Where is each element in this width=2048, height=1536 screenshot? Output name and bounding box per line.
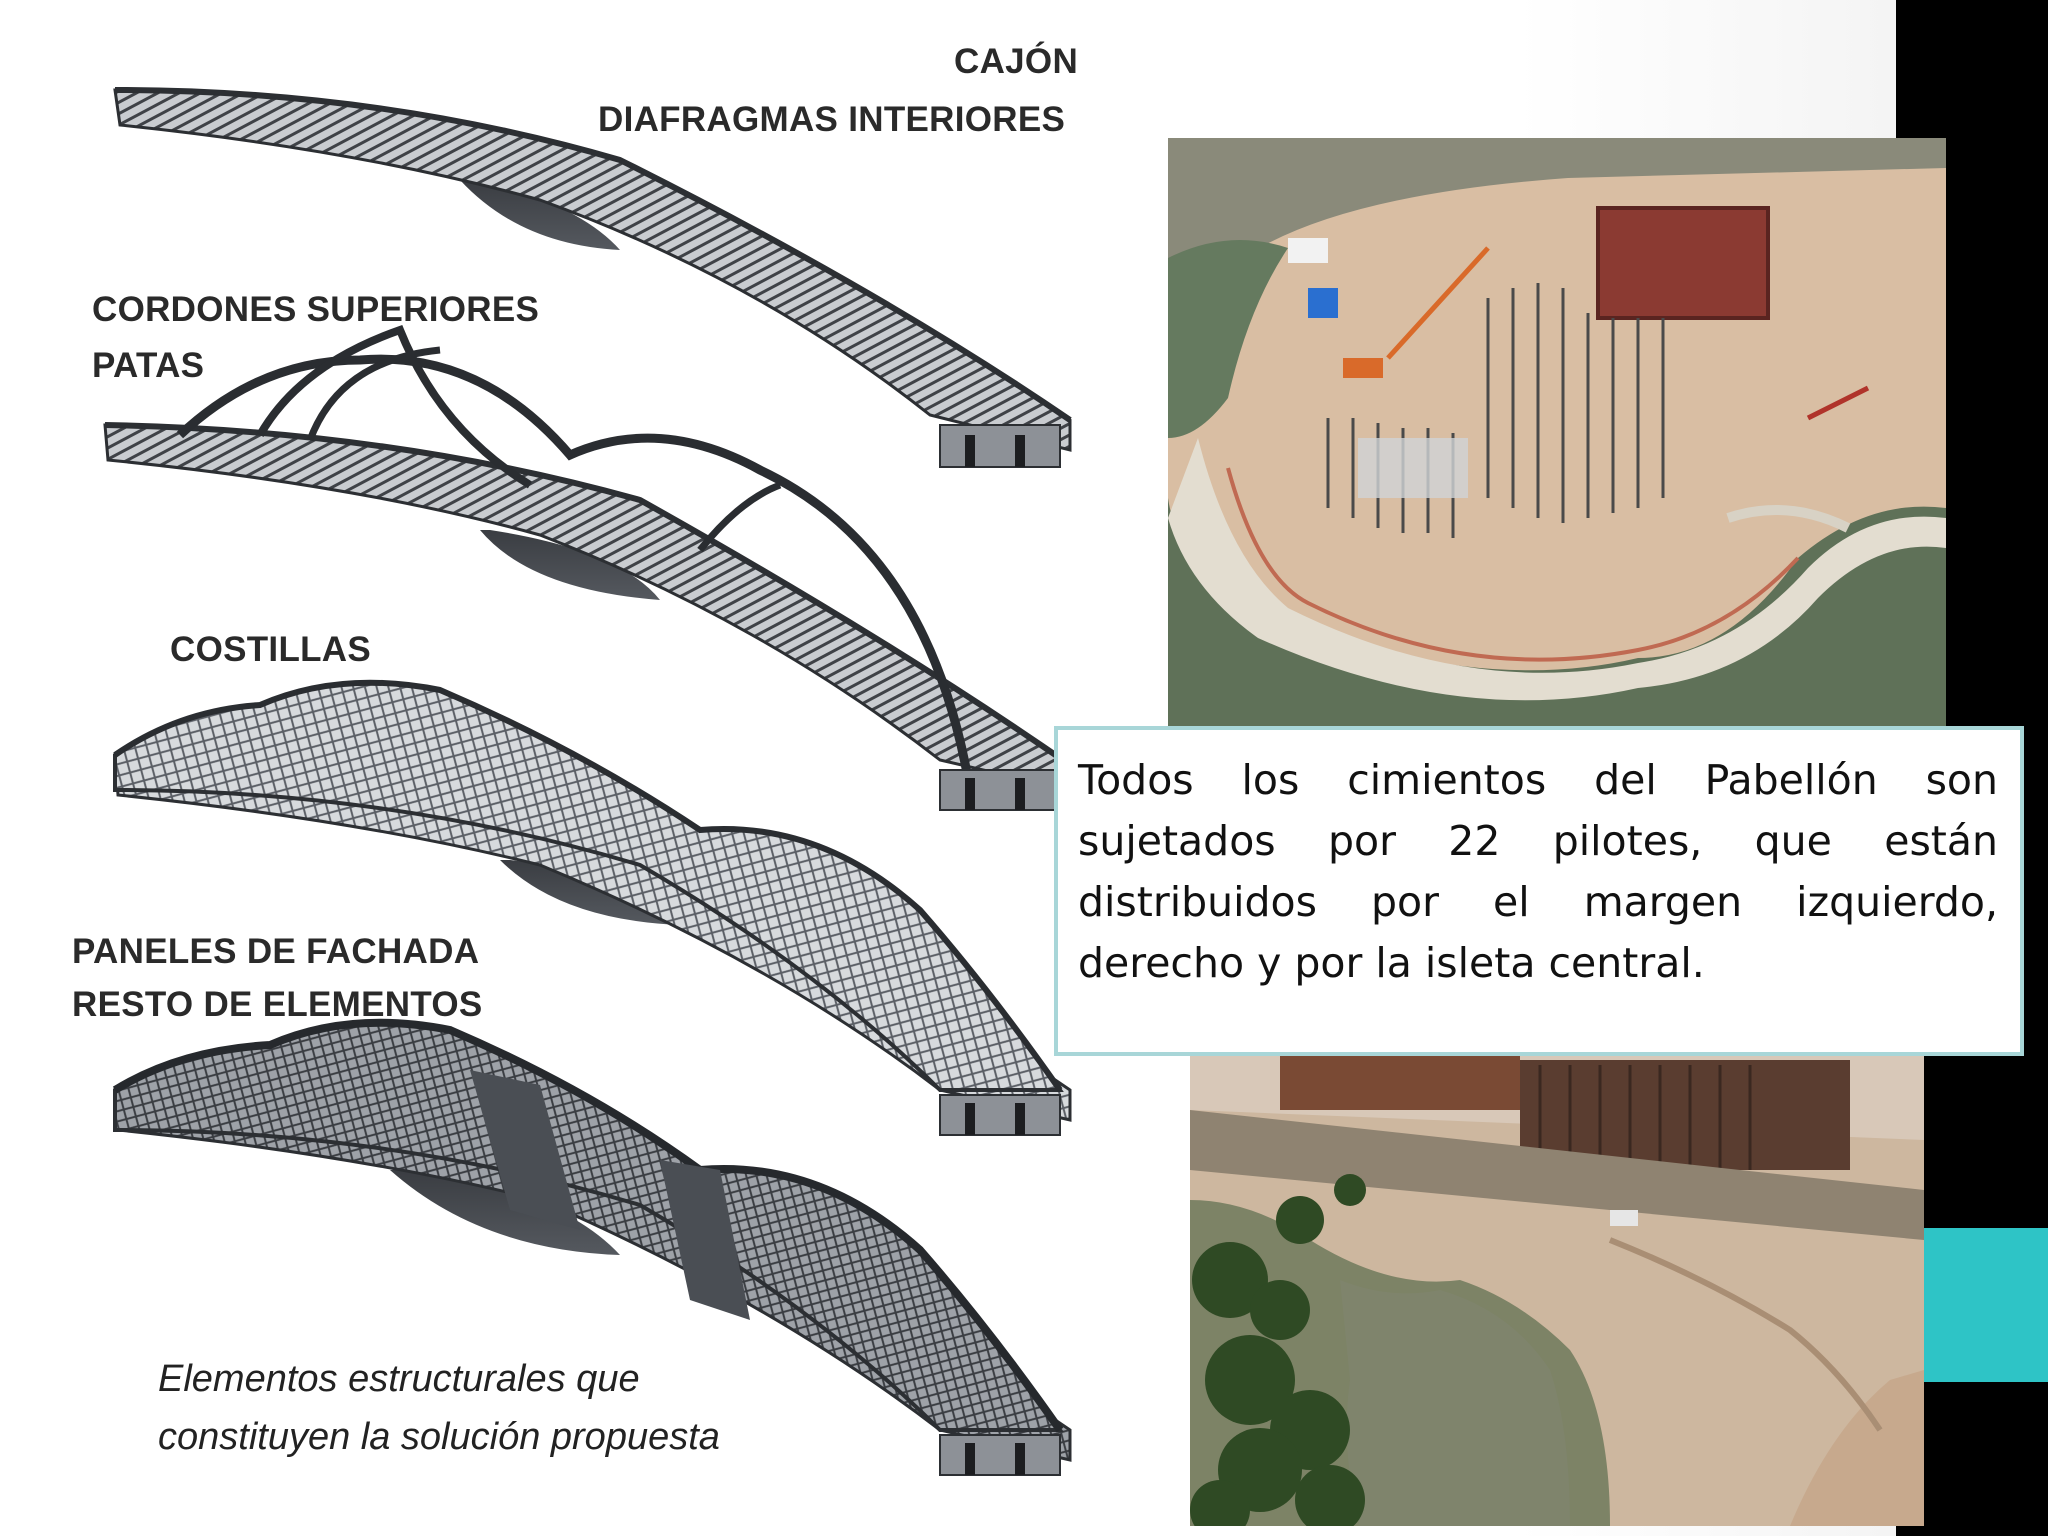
aerial-photo-riverbank (1190, 1050, 1924, 1526)
bridge-stages-illustration (103, 87, 1072, 1476)
label-cajon: CAJÓN (954, 42, 1079, 81)
bridge-stage-cajon (113, 87, 1072, 468)
label-cordones: CORDONES SUPERIORES (92, 290, 540, 329)
label-paneles: PANELES DE FACHADA (72, 932, 480, 971)
bridge-stage-costillas (113, 679, 1072, 1136)
teal-accent-block (1924, 1228, 2048, 1382)
aerial-photo-bottom-image (1190, 1050, 1924, 1526)
caption-line-1: Elementos estructurales que (158, 1358, 640, 1400)
description-text: Todos los cimientos del Pabellón son suj… (1078, 756, 1998, 987)
caption-line-2: constituyen la solución propuesta (158, 1416, 720, 1458)
structural-diagram: CAJÓN DIAFRAGMAS INTERIORES CORDONES SUP… (60, 30, 1100, 1500)
aerial-photo-top-image (1168, 138, 1946, 728)
label-patas: PATAS (92, 346, 205, 385)
aerial-photo-construction-site (1168, 138, 1946, 728)
deck-1 (113, 88, 1072, 452)
description-text-box: Todos los cimientos del Pabellón son suj… (1054, 726, 2024, 1056)
deck-belly-1 (460, 180, 620, 250)
diagram-caption: Elementos estructurales que constituyen … (158, 1350, 720, 1466)
bridge-stage-paneles (112, 1018, 1072, 1476)
label-costillas: COSTILLAS (170, 630, 372, 669)
label-diafragmas: DIAFRAGMAS INTERIORES (598, 100, 1066, 139)
label-resto: RESTO DE ELEMENTOS (72, 985, 483, 1024)
bridge-stage-cordones (103, 324, 1072, 811)
